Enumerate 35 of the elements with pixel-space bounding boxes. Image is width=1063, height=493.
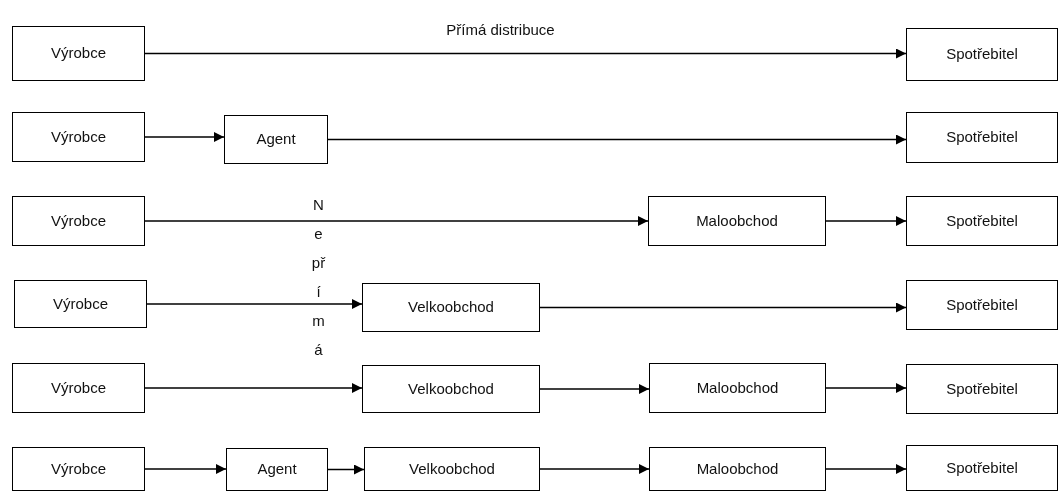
process-box: Výrobce: [12, 26, 145, 81]
process-box: Maloobchod: [648, 196, 826, 246]
arrow: [825, 216, 907, 226]
process-box: Výrobce: [12, 363, 145, 413]
process-box: Spotřebitel: [906, 112, 1058, 163]
process-box: Velkoobchod: [362, 365, 540, 413]
process-box: Spotřebitel: [906, 196, 1058, 246]
process-box: Spotřebitel: [906, 28, 1058, 81]
arrow: [144, 383, 363, 393]
process-box: Maloobchod: [649, 363, 826, 413]
arrow: [327, 134, 907, 145]
process-box: Výrobce: [14, 280, 147, 328]
arrow: [825, 464, 907, 474]
process-box: Výrobce: [12, 447, 145, 491]
vertical-label: Nepřímá: [311, 195, 326, 360]
process-box: Výrobce: [12, 196, 145, 246]
arrow: [539, 302, 907, 313]
process-box: Maloobchod: [649, 447, 826, 491]
arrow: [539, 464, 650, 474]
process-box: Spotřebitel: [906, 445, 1058, 491]
arrow: [539, 384, 650, 394]
process-box: Velkoobchod: [362, 283, 540, 332]
process-box: Agent: [226, 448, 328, 491]
arrow: [146, 299, 363, 309]
process-box: Velkoobchod: [364, 447, 540, 491]
process-box: Spotřebitel: [906, 280, 1058, 330]
arrow: [144, 48, 907, 59]
process-box: Spotřebitel: [906, 364, 1058, 414]
arrow: [825, 383, 907, 393]
arrow: [144, 132, 225, 142]
arrow: [327, 464, 365, 475]
arrow: [144, 216, 649, 226]
arrow: [144, 464, 227, 474]
process-box: Agent: [224, 115, 328, 164]
process-box: Výrobce: [12, 112, 145, 162]
